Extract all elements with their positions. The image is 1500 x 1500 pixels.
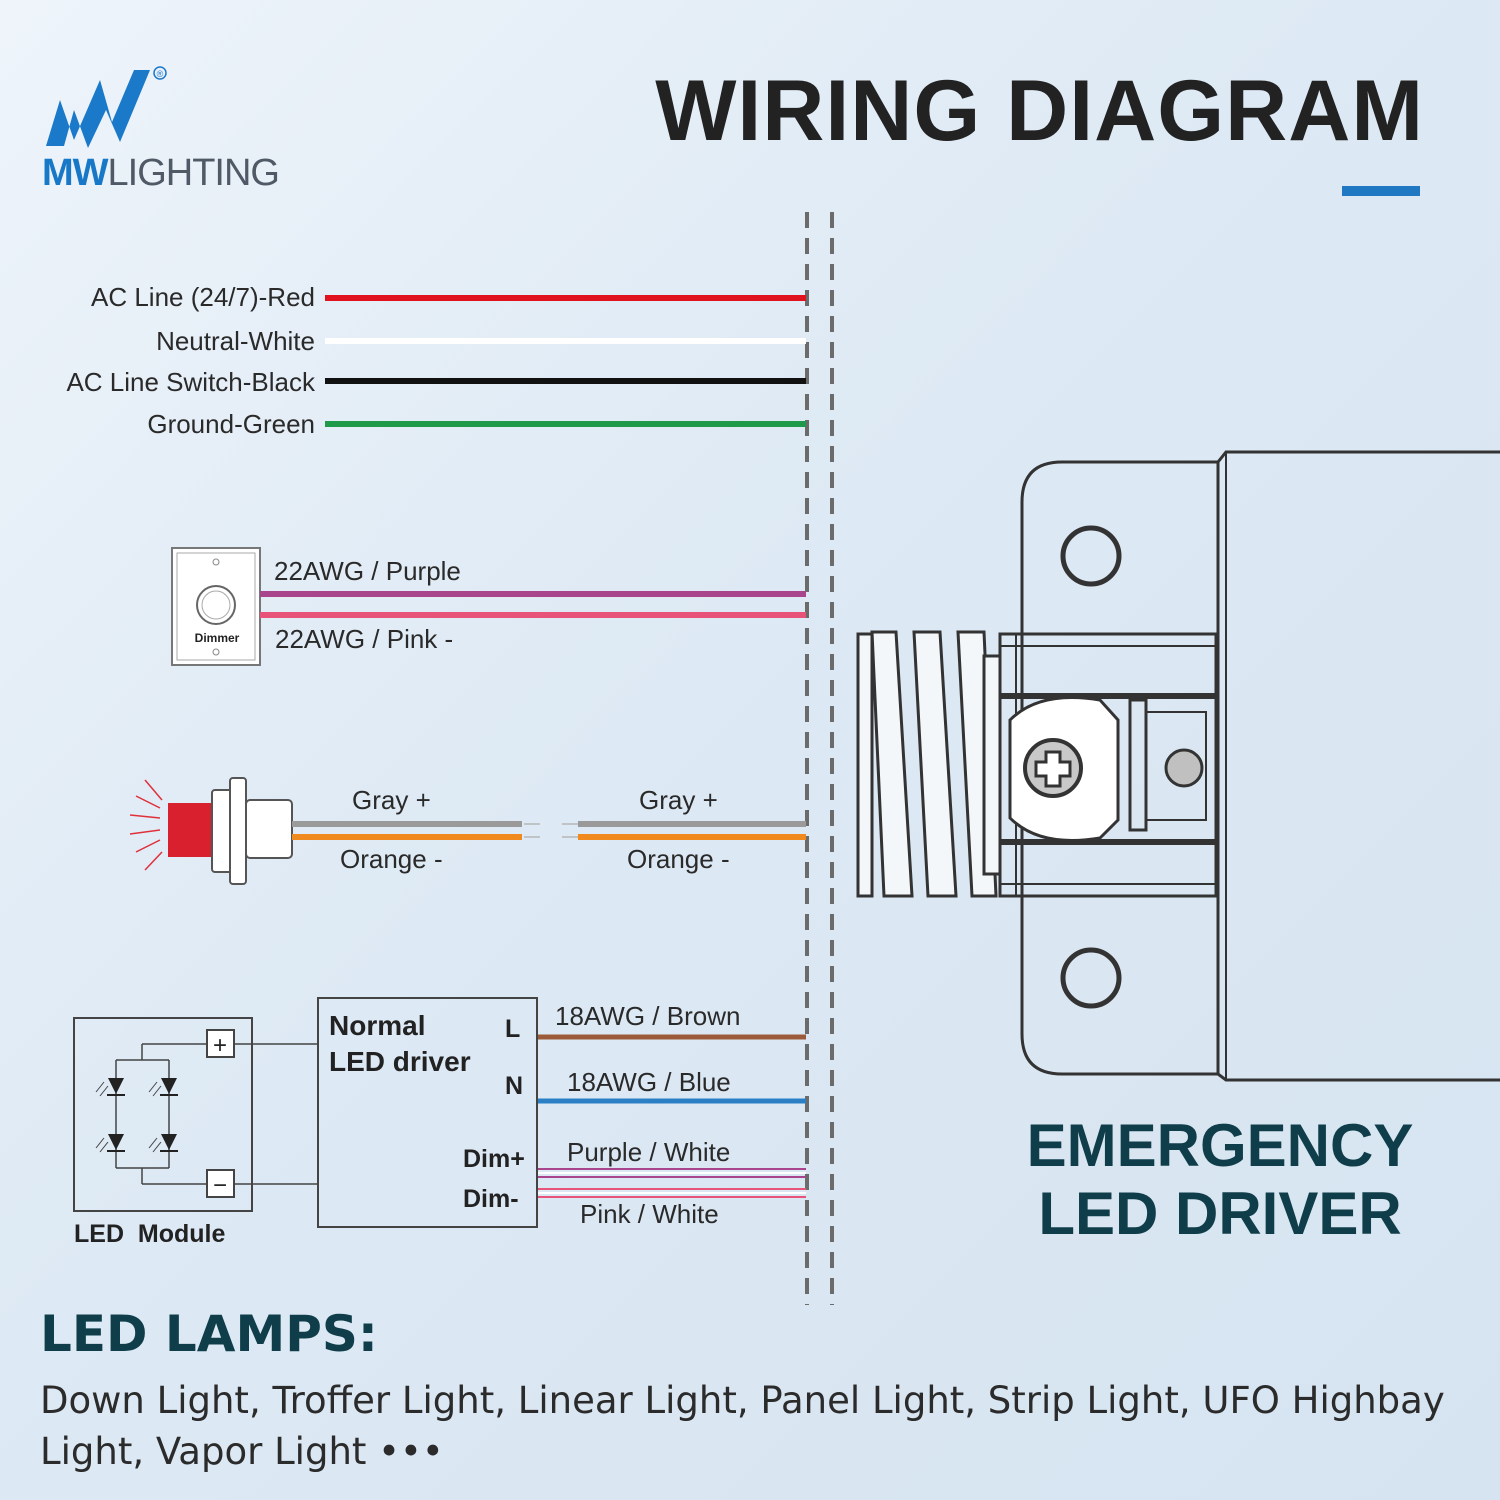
terminal-l: L (505, 1015, 521, 1043)
normal-driver-title-1: Normal (329, 1010, 426, 1041)
normal-driver-title-2: LED driver (329, 1046, 471, 1077)
product-title-line-2: LED DRIVER (1038, 1180, 1402, 1247)
label-ground-green: Ground-Green (147, 409, 315, 439)
label-gray-left: Gray + (352, 785, 431, 815)
label-orange-right: Orange - (627, 844, 730, 874)
test-switch-icon (129, 777, 293, 885)
registered-mark: ® (157, 69, 164, 79)
led-module-label: LED Module (74, 1220, 226, 1248)
terminal-dim-plus: Dim+ (463, 1145, 525, 1173)
mw-logo-icon: ® (46, 66, 167, 148)
plus-terminal: + (213, 1032, 227, 1059)
product-title: EMERGENCY LED DRIVER (1000, 1112, 1440, 1248)
label-pink-white: Pink / White (580, 1199, 719, 1229)
terminal-n: N (505, 1072, 524, 1100)
lamps-list: Down Light, Troffer Light, Linear Light,… (40, 1379, 1445, 1473)
title-underline (1342, 186, 1420, 196)
lamps-heading: LED LAMPS: (40, 1305, 378, 1363)
label-brown: 18AWG / Brown (555, 1001, 741, 1031)
emergency-driver-unit-icon (856, 450, 1500, 1082)
label-neutral-white: Neutral-White (156, 326, 315, 356)
label-dimmer-purple: 22AWG / Purple (274, 556, 461, 586)
led-module-icon: + − (73, 1017, 253, 1212)
page-title: WIRING DIAGRAM (655, 63, 1424, 159)
label-gray-right: Gray + (639, 785, 718, 815)
label-purple-white: Purple / White (567, 1137, 731, 1167)
dimmer-label: Dimmer (195, 631, 240, 645)
label-ac-line-red: AC Line (24/7)-Red (91, 282, 315, 312)
label-dimmer-pink: 22AWG / Pink - (275, 624, 454, 654)
label-blue: 18AWG / Blue (567, 1067, 731, 1097)
label-orange-left: Orange - (340, 844, 443, 874)
terminal-dim-minus: Dim- (463, 1185, 519, 1213)
wire-purple-white (538, 1168, 806, 1178)
brand-name: MWLIGHTING (42, 152, 280, 195)
wire-break-marks (524, 823, 578, 838)
label-switch-black: AC Line Switch-Black (66, 367, 315, 397)
normal-driver-box (317, 997, 538, 1228)
brand-name-rest: LIGHTING (107, 152, 280, 194)
minus-terminal: − (213, 1172, 227, 1199)
dimmer-icon: Dimmer (171, 547, 261, 666)
product-title-line-1: EMERGENCY (1026, 1112, 1414, 1179)
brand-name-bold: MW (42, 152, 109, 194)
wire-pink-white (538, 1188, 806, 1198)
